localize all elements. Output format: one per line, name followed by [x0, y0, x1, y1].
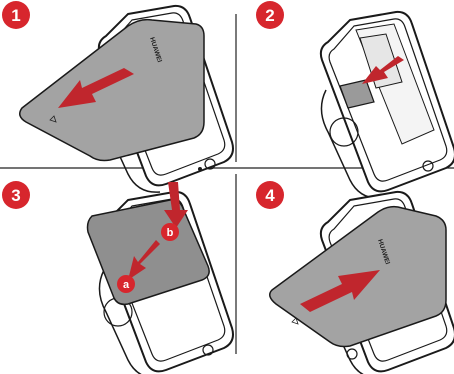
- battery-cover-1: [20, 20, 204, 161]
- step-number-2: 2: [265, 6, 274, 25]
- panel-step-4: HUAWEI 4: [256, 181, 454, 374]
- panel-step-1: HUAWEI 1: [2, 1, 233, 192]
- sub-label-b: b: [167, 227, 174, 239]
- panel-step-2: 2: [256, 1, 454, 198]
- sub-label-a: a: [123, 279, 130, 291]
- step-number-4: 4: [265, 186, 275, 205]
- panel-step-3: a b 3: [2, 181, 233, 374]
- step-number-1: 1: [11, 6, 20, 25]
- step-number-3: 3: [11, 186, 20, 205]
